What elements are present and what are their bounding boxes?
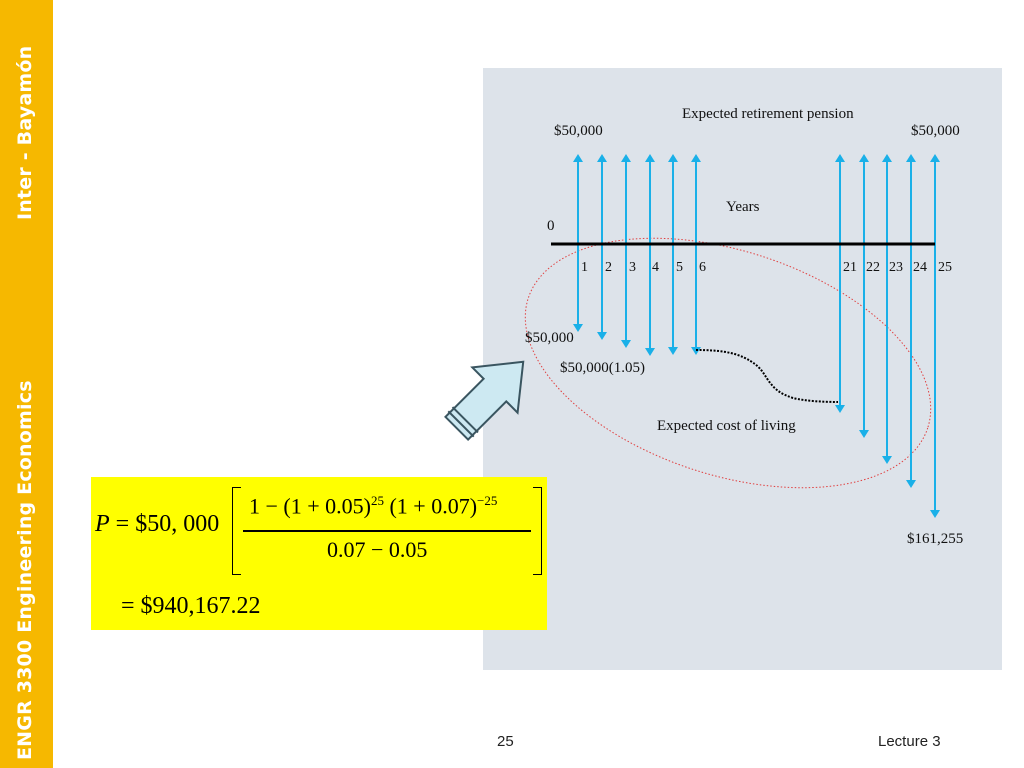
formula-principal: = $50, 000 — [109, 511, 220, 537]
sidebar-course-text: ENGR 3300 Engineering Economics — [14, 380, 36, 760]
sidebar-institution-text: Inter - Bayamón — [14, 45, 36, 220]
year-label: 25 — [938, 260, 952, 275]
formula-variable: P — [95, 511, 110, 537]
year-label: 4 — [652, 260, 659, 275]
year-label: 23 — [889, 260, 903, 275]
axis-label-years: Years — [726, 199, 760, 215]
page-number: 25 — [497, 733, 514, 750]
formula-numerator: 1 − (1 + 0.05)25 (1 + 0.07)−25 — [249, 493, 498, 519]
formula-result: = $940,167.22 — [121, 593, 261, 619]
year-label: 2 — [605, 260, 612, 275]
year-label: 3 — [629, 260, 636, 275]
top-left-amount: $50,000 — [554, 123, 603, 139]
year-label: 21 — [843, 260, 857, 275]
cost-of-living-ellipse — [524, 237, 932, 489]
cost-squiggle-line — [695, 349, 839, 403]
second-cost-amount: $50,000(1.05) — [560, 360, 645, 376]
sidebar: Inter - Bayamón ENGR 3300 Engineering Ec… — [0, 0, 53, 768]
top-right-amount: $50,000 — [911, 123, 960, 139]
formula-fraction-bar — [243, 530, 531, 532]
bottom-left-amount: $50,000 — [525, 330, 574, 346]
formula-left-bracket — [232, 487, 241, 575]
formula-lhs: P = $50, 000 — [95, 511, 219, 538]
year-label: 6 — [699, 260, 706, 275]
axis-zero-label: 0 — [547, 218, 555, 234]
year-label: 5 — [676, 260, 683, 275]
cash-flow-diagram: Expected retirement pension $50,000 $50,… — [524, 106, 963, 547]
diagram-title: Expected retirement pension — [682, 106, 854, 122]
lecture-label: Lecture 3 — [878, 733, 941, 750]
year-label: 1 — [581, 260, 588, 275]
formula-box: P = $50, 000 1 − (1 + 0.05)25 (1 + 0.07)… — [91, 477, 547, 630]
year-label: 22 — [866, 260, 880, 275]
pointer-arrow-icon — [444, 360, 525, 441]
cost-of-living-label: Expected cost of living — [657, 418, 796, 434]
formula-right-bracket — [533, 487, 542, 575]
year-label: 24 — [913, 260, 927, 275]
bottom-right-amount: $161,255 — [907, 531, 963, 547]
formula-denominator: 0.07 − 0.05 — [327, 537, 428, 562]
cash-flow-diagram-panel: Expected retirement pension $50,000 $50,… — [483, 68, 1002, 670]
